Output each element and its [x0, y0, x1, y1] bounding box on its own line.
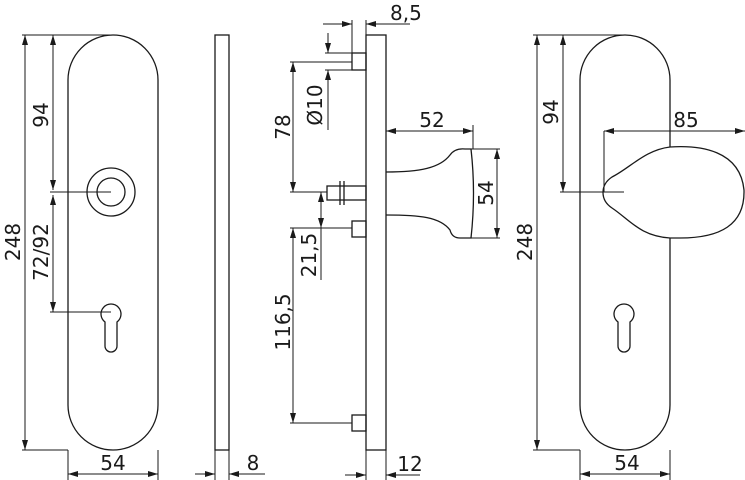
dim-spindle-pitch: 78	[271, 114, 295, 139]
dim-section-plate-thickness: 12	[397, 452, 422, 476]
dim-lower-pin-offset: 21,5	[297, 233, 321, 278]
knob-view: 248 94 85 54	[513, 34, 745, 480]
fixing-pin	[351, 220, 367, 238]
section-view: 8,5 Ø10 78 21,5 116,5 52 54 12	[271, 1, 500, 480]
section-plate	[365, 34, 387, 451]
dim-pin-diameter: Ø10	[303, 84, 327, 125]
dim-width: 54	[100, 451, 125, 475]
dim-knob-diameter: 54	[474, 180, 498, 205]
dim-knob-view-width: 54	[614, 451, 639, 475]
dim-knob-projection: 52	[419, 108, 444, 132]
dim-lower-pin-pitch: 116,5	[271, 293, 295, 350]
side-plate	[214, 34, 230, 451]
keyhole	[613, 303, 635, 353]
dim-center-distance: 72/92	[29, 223, 53, 281]
knob-outline	[602, 145, 745, 239]
knob-escutcheon-plate	[579, 34, 671, 451]
knob-profile	[385, 148, 475, 239]
dim-plate-thickness: 8	[247, 451, 260, 475]
dim-pin-offset: 8,5	[390, 1, 422, 25]
escutcheon-plate	[67, 34, 159, 451]
spindle	[326, 185, 367, 201]
dim-knob-length: 85	[673, 108, 698, 132]
keyhole	[100, 303, 122, 353]
side-plate-view: 8	[195, 34, 265, 480]
dim-knob-view-height: 248	[513, 223, 537, 261]
dim-height: 248	[1, 223, 25, 261]
fixing-pin	[351, 414, 367, 432]
fixing-pin	[351, 52, 367, 71]
front-view: 248 94 72/92 54	[1, 34, 159, 480]
dim-spindle-to-top: 94	[29, 102, 53, 127]
dim-knob-view-spindle-to-top: 94	[539, 99, 563, 124]
